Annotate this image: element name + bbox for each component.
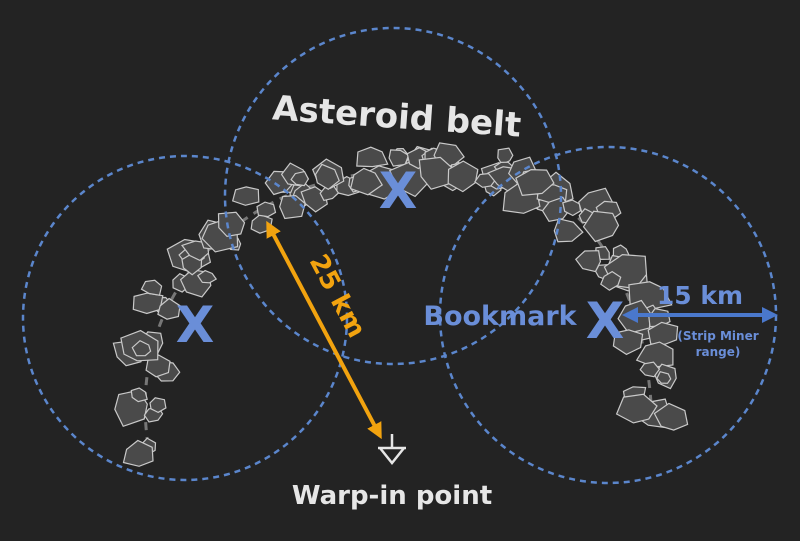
- diagram-title: Asteroid belt: [271, 88, 522, 145]
- asteroid: [612, 329, 644, 356]
- asteroid: [615, 393, 658, 424]
- asteroid: [217, 211, 246, 238]
- marker-top: X: [379, 162, 418, 220]
- asteroid: [196, 269, 218, 284]
- asteroid: [149, 397, 167, 414]
- asteroid: [653, 402, 689, 431]
- warp-distance-arrow: [266, 220, 382, 440]
- warp-distance-label: 25 km: [303, 250, 372, 343]
- asteroid: [279, 194, 306, 220]
- asteroid: [131, 339, 152, 357]
- asteroid: [447, 160, 479, 193]
- asteroid: [600, 270, 622, 291]
- asteroid: [349, 167, 384, 196]
- asteroid: [122, 439, 154, 467]
- asteroid: [656, 370, 672, 384]
- range-note-line2: range): [696, 345, 741, 359]
- range-note-line1: (Strip Miner: [677, 329, 758, 343]
- asteroid: [157, 297, 181, 320]
- asteroid: [290, 170, 309, 187]
- asteroid: [582, 210, 620, 243]
- marker-left: X: [176, 296, 215, 354]
- asteroid: [639, 361, 661, 378]
- asteroid-cluster: [112, 142, 689, 467]
- range-distance-label: 15 km: [657, 281, 743, 310]
- asteroid: [562, 199, 582, 217]
- belt-centerline: [143, 166, 654, 446]
- asteroid: [231, 186, 260, 206]
- asteroid: [130, 387, 148, 403]
- asteroid: [140, 279, 163, 296]
- marker-right: X: [586, 292, 625, 350]
- bookmark-label: Bookmark: [423, 301, 577, 332]
- asteroid: [132, 292, 164, 315]
- asteroid: [250, 213, 273, 234]
- range-circle-top: [223, 26, 563, 366]
- asteroid: [181, 240, 210, 262]
- asteroid: [256, 201, 277, 218]
- asteroid: [356, 146, 389, 168]
- warp-in-icon: [378, 434, 406, 466]
- asteroid: [314, 163, 340, 191]
- asteroid: [497, 147, 514, 166]
- warp-in-label: Warp-in point: [292, 481, 492, 511]
- asteroid: [515, 168, 555, 196]
